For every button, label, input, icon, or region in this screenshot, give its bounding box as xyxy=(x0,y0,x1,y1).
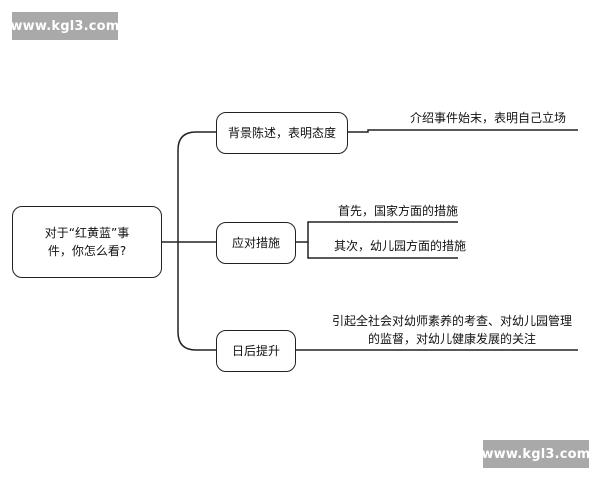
branch-node-improvement: 日后提升 xyxy=(216,330,296,372)
root-node-line-2: 件，你怎么看? xyxy=(47,244,127,258)
connector-leaf-2-2 xyxy=(307,242,458,259)
connector-leaf-2-1 xyxy=(296,221,458,243)
connector-leaf-1-1 xyxy=(348,129,578,133)
leaf-text: 介绍事件始末，表明自己立场 xyxy=(410,111,567,125)
root-node: 对于“红黄蓝”事 件，你怎么看? xyxy=(12,206,162,278)
branch-node-background: 背景陈述，表明态度 xyxy=(216,112,348,154)
leaf-text: 引起全社会对幼师素养的考查、对幼儿园管理的监督，对幼儿健康发展的关注 xyxy=(331,314,572,346)
branch-label: 应对措施 xyxy=(231,236,280,250)
root-node-line-1: 对于“红黄蓝”事 xyxy=(44,226,130,240)
branch-node-measures: 应对措施 xyxy=(216,222,296,264)
leaf-text: 其次，幼儿园方面的措施 xyxy=(334,239,467,253)
watermark-top-left: www.kgl3.com xyxy=(10,12,119,40)
watermark-bottom-right: www.kgl3.com xyxy=(481,440,590,468)
branch-label: 日后提升 xyxy=(231,344,280,358)
connector-trunk xyxy=(177,131,197,351)
branch-label: 背景陈述，表明态度 xyxy=(227,126,336,140)
leaf-text: 首先，国家方面的措施 xyxy=(338,204,459,218)
